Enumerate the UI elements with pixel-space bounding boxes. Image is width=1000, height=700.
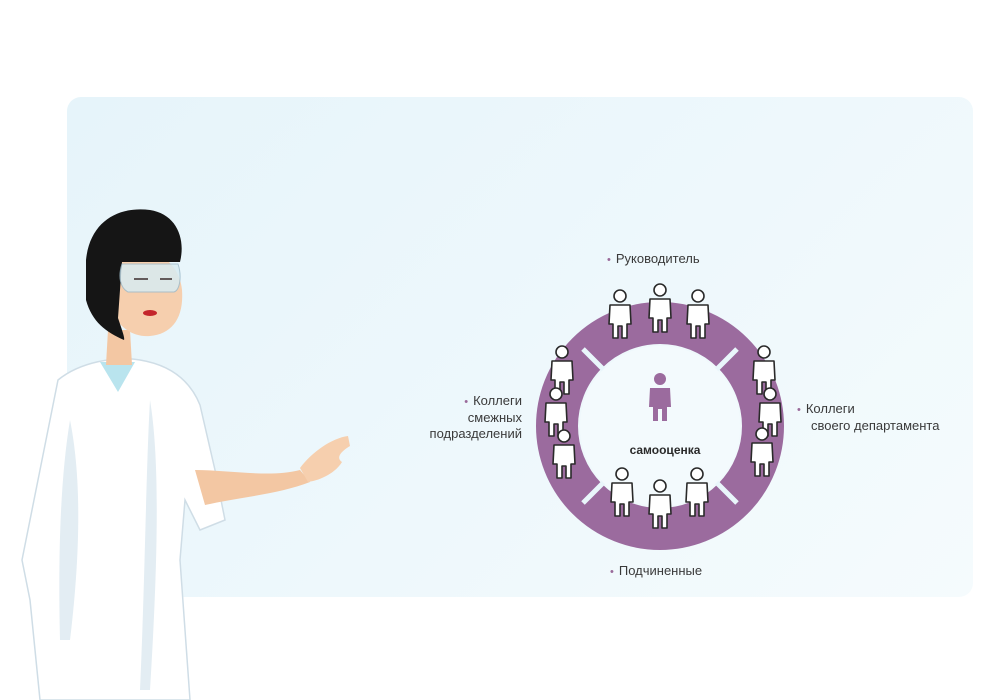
right-label: •Коллеги своего департамента [797,401,940,433]
bullet-icon: • [607,254,611,266]
bottom-label: •Подчиненные [610,563,703,578]
self-person-icon [649,373,671,421]
left-label: •Коллеги смежных подразделений [429,393,522,441]
bullet-icon: • [797,404,801,416]
bullet-icon: • [464,396,469,408]
bullet-icon: • [610,566,614,578]
ring-center [580,346,740,506]
center-label: самооценка [629,443,701,457]
doctor-illustration [21,209,350,700]
top-label: •Руководитель [607,251,700,266]
